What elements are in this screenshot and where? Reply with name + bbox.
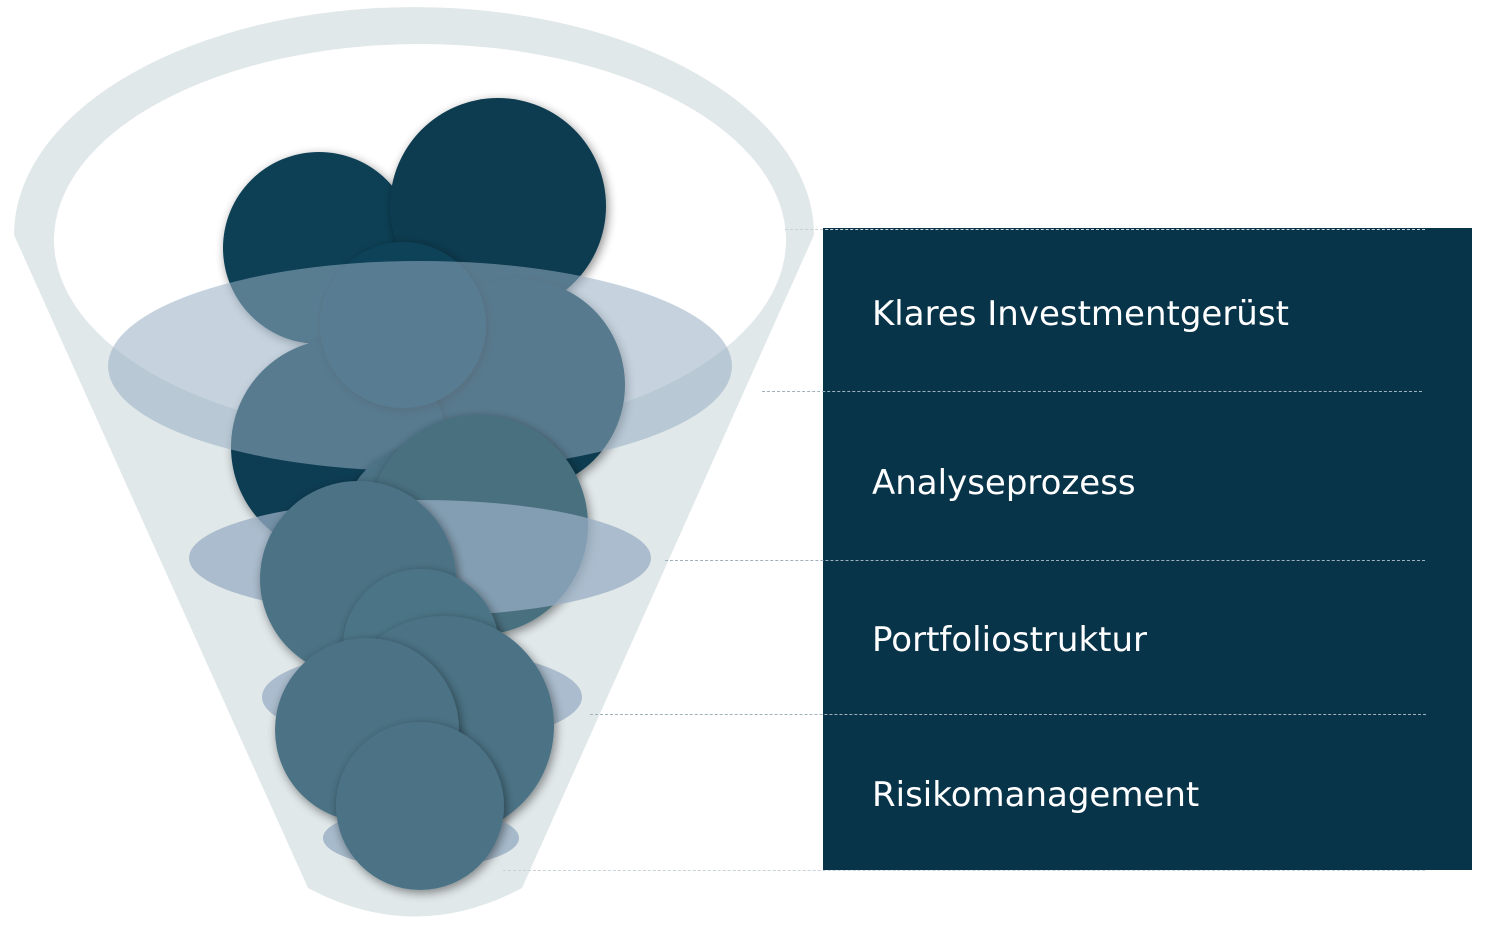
funnel-ring-1 bbox=[108, 261, 732, 471]
leader-line bbox=[785, 229, 1425, 230]
stages-panel bbox=[823, 228, 1472, 870]
leader-line bbox=[503, 870, 1425, 871]
stage-label-analysis-process: Analyseprozess bbox=[872, 463, 1136, 503]
ball bbox=[336, 722, 504, 890]
stage-divider bbox=[590, 714, 1426, 715]
stage-label-risk-management: Risikomanagement bbox=[872, 775, 1200, 815]
stage-divider bbox=[762, 391, 1422, 392]
stage-label-investment-framework: Klares Investmentgerüst bbox=[872, 294, 1289, 334]
stage-label-portfolio-structure: Portfoliostruktur bbox=[872, 620, 1147, 660]
stage-divider bbox=[665, 560, 1425, 561]
